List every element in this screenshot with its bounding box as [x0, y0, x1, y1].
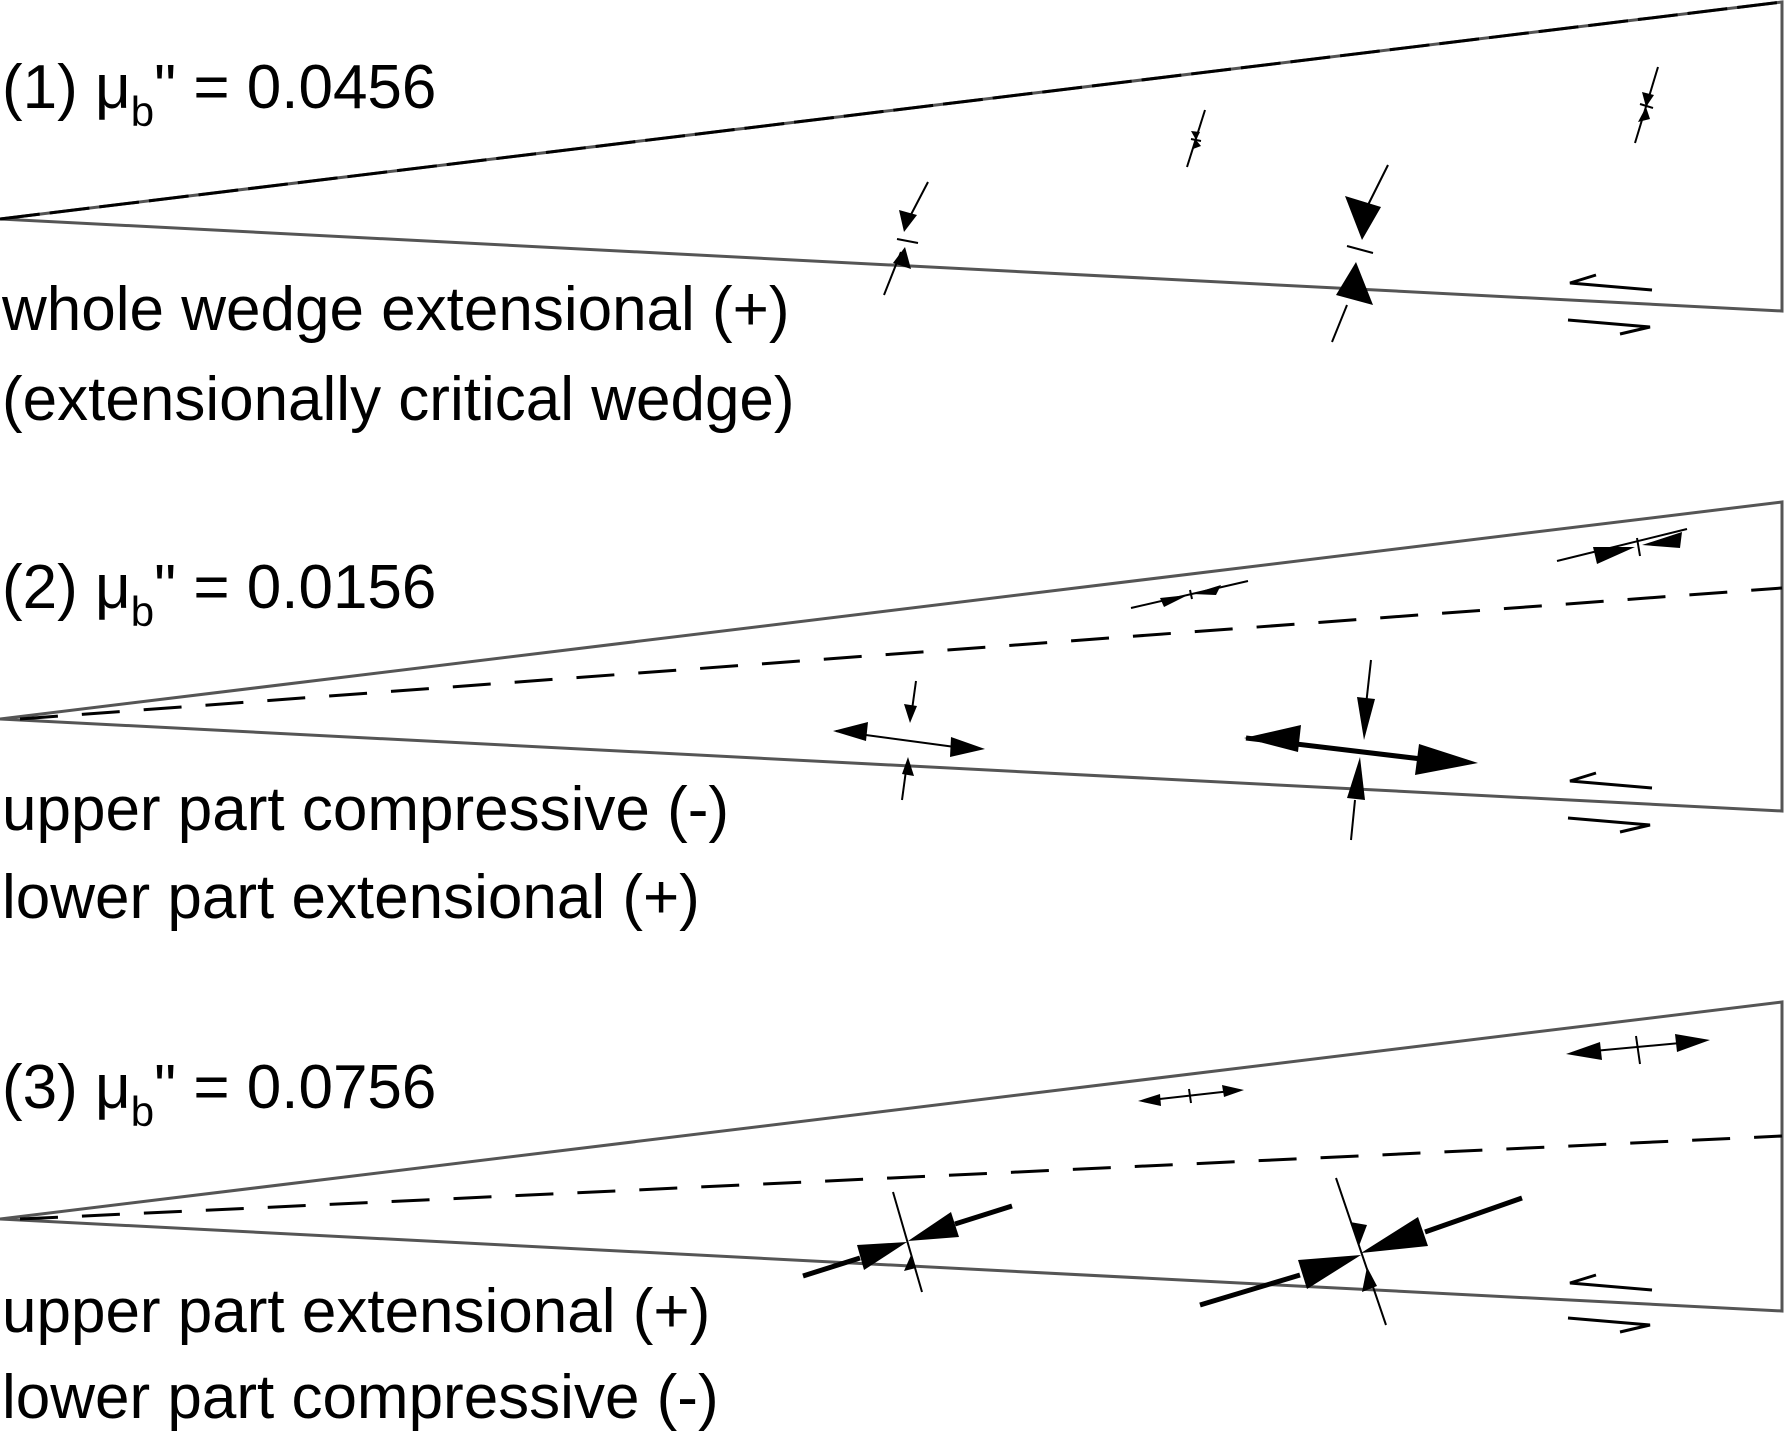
panel-1-description-line-2: (extensionally critical wedge): [2, 365, 795, 434]
panel-3-description-line-1: upper part extensional (+): [2, 1277, 710, 1346]
decollement-dashed-line-2: [19, 586, 1783, 721]
panel-2-label: (2) μb" = 0.0156: [2, 553, 436, 635]
panel-2-description-line-2: lower part extensional (+): [2, 863, 700, 932]
panel-1-description-line-1: whole wedge extensional (+): [1, 275, 790, 344]
stress-mark-3-basal-left: [802, 1191, 1013, 1293]
stress-mark-3-basal-right: [1199, 1177, 1523, 1326]
panel-1: (1) μb" = 0.0456 whole wedge extensional…: [0, 0, 1784, 434]
stress-mark-1-basal-right: [1331, 164, 1389, 343]
decollement-dashed-line-3: [19, 1134, 1783, 1221]
wedge-outline-2: [0, 500, 1784, 813]
panel-3: (3) μb" = 0.0756 upper part extensional …: [0, 1000, 1784, 1432]
stress-mark-3-upper-right: [1566, 1034, 1710, 1065]
wedge-outline-1: [0, 0, 1784, 313]
stress-mark-3-upper-middle: [1138, 1085, 1244, 1106]
panel-2: (2) μb" = 0.0156 upper part compressive …: [0, 500, 1784, 932]
panel-2-description-line-1: upper part compressive (-): [2, 775, 729, 844]
stress-mark-2-upper-middle: [1130, 580, 1249, 609]
stress-mark-1-upper-middle: [1186, 109, 1206, 168]
shear-sense-1: [1567, 273, 1653, 336]
panel-1-label: (1) μb" = 0.0456: [2, 53, 436, 135]
shear-sense-2: [1567, 771, 1653, 834]
stress-mark-2-upper-right: [1556, 528, 1688, 564]
panel-3-label: (3) μb" = 0.0756: [2, 1053, 436, 1135]
wedge-outline-3: [0, 1000, 1784, 1313]
stress-mark-2-basal-left: [833, 680, 985, 801]
stress-mark-1-upper-right: [1634, 66, 1659, 144]
stress-mark-1-basal-left: [883, 181, 929, 296]
stress-mark-2-basal-right: [1244, 659, 1478, 841]
panel-3-description-line-2: lower part compressive (-): [2, 1363, 719, 1432]
shear-sense-3: [1567, 1273, 1653, 1334]
